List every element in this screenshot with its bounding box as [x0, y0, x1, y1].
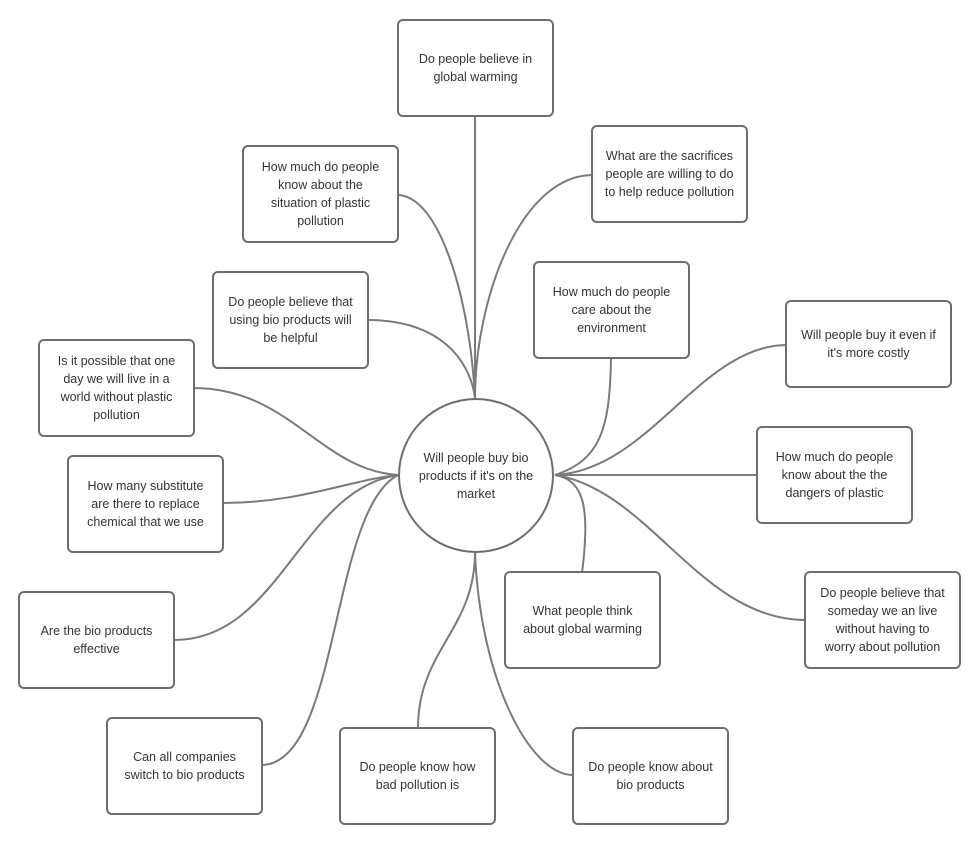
- connector-know-bio: [474, 551, 574, 776]
- connector-environment-care: [554, 356, 612, 476]
- node-plastic-dangers[interactable]: How much do people know about the the da…: [756, 426, 913, 524]
- connector-bad-pollution: [417, 551, 476, 729]
- node-global-warming-belief-text: Do people believe in global warming: [418, 52, 533, 84]
- node-someday-without-worry[interactable]: Do people believe that someday we an liv…: [804, 571, 961, 669]
- connector-substitutes: [221, 474, 399, 504]
- node-global-warming-think-text: What people think about global warming: [523, 604, 642, 636]
- node-know-bio-text: Do people know about bio products: [588, 760, 713, 792]
- node-global-warming-belief[interactable]: Do people believe in global warming: [397, 19, 554, 117]
- node-world-without-plastic-text: Is it possible that one day we will live…: [57, 354, 176, 422]
- node-sacrifices[interactable]: What are the sacrifices people are willi…: [591, 125, 748, 223]
- node-sacrifices-text: What are the sacrifices people are willi…: [604, 149, 735, 199]
- node-global-warming-think[interactable]: What people think about global warming: [504, 571, 661, 669]
- connector-world-without-plastic: [192, 387, 399, 476]
- node-costly-text: Will people buy it even if it's more cos…: [801, 328, 936, 360]
- connector-plastic-knowledge: [396, 194, 476, 399]
- node-costly[interactable]: Will people buy it even if it's more cos…: [785, 300, 952, 388]
- connector-companies-switch: [260, 474, 399, 766]
- connector-bio-helpful: [367, 319, 476, 399]
- node-companies-switch-text: Can all companies switch to bio products: [124, 750, 245, 782]
- connector-sacrifices: [474, 174, 594, 399]
- center-topic-text: Will people buy bio products if it's on …: [418, 450, 534, 501]
- node-bio-effective-text: Are the bio products effective: [40, 624, 153, 656]
- connector-someday-without-worry: [554, 474, 807, 621]
- node-bio-helpful-text: Do people believe that using bio product…: [228, 295, 353, 345]
- node-bio-effective[interactable]: Are the bio products effective: [18, 591, 175, 689]
- connector-costly: [554, 344, 788, 476]
- node-bad-pollution[interactable]: Do people know how bad pollution is: [339, 727, 496, 825]
- node-substitutes[interactable]: How many substitute are there to replace…: [67, 455, 224, 553]
- node-companies-switch[interactable]: Can all companies switch to bio products: [106, 717, 263, 815]
- node-environment-care[interactable]: How much do people care about the enviro…: [533, 261, 690, 359]
- node-plastic-knowledge[interactable]: How much do people know about the situat…: [242, 145, 399, 243]
- center-topic-node[interactable]: Will people buy bio products if it's on …: [398, 398, 554, 553]
- node-substitutes-text: How many substitute are there to replace…: [87, 479, 204, 529]
- node-bio-helpful[interactable]: Do people believe that using bio product…: [212, 271, 369, 369]
- node-world-without-plastic[interactable]: Is it possible that one day we will live…: [38, 339, 195, 437]
- connector-bio-effective: [173, 474, 399, 641]
- node-environment-care-text: How much do people care about the enviro…: [552, 285, 671, 335]
- node-know-bio[interactable]: Do people know about bio products: [572, 727, 729, 825]
- node-someday-without-worry-text: Do people believe that someday we an liv…: [820, 586, 945, 654]
- node-plastic-knowledge-text: How much do people know about the situat…: [261, 160, 380, 228]
- node-plastic-dangers-text: How much do people know about the the da…: [775, 450, 894, 500]
- node-bad-pollution-text: Do people know how bad pollution is: [359, 760, 476, 792]
- connector-global-warming-think: [554, 474, 587, 574]
